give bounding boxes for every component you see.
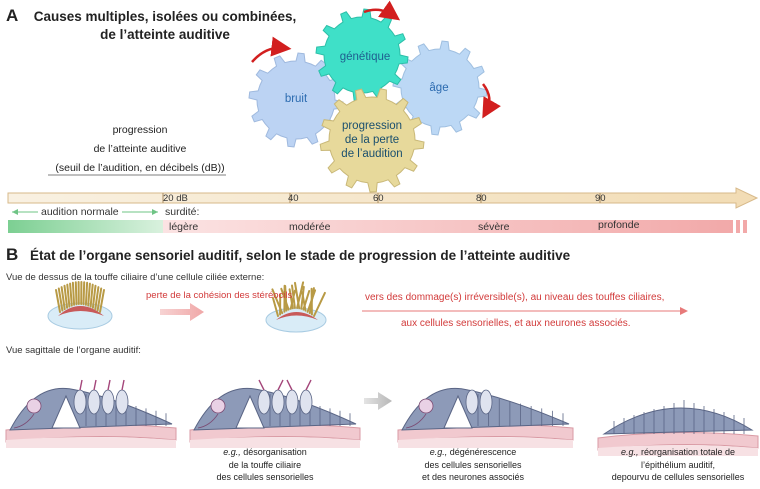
axis-title-line2: de l’atteinte auditive (93, 143, 187, 155)
caption2-eg: e.g., (429, 447, 448, 457)
organ-of-corti-disorganized-illustration (189, 379, 361, 448)
gear-age-label: âge (429, 82, 449, 94)
panel-a-letter: A (6, 6, 19, 25)
panel-b-letter: B (6, 245, 19, 264)
caption2-line3: et des neurones associés (421, 472, 525, 482)
gear-progression-line3: de l’audition (341, 148, 403, 160)
caption3-eg: e.g., (620, 447, 639, 457)
caption1-line2: de la touffe ciliaire (228, 459, 302, 470)
pink-progression-arrow (160, 303, 204, 321)
tick-60: 60 (373, 193, 384, 204)
damage-line2: aux cellules sensorielles, et aux neuron… (401, 318, 631, 329)
severity-severe: sévère (478, 221, 510, 233)
rotation-arrow-icon (251, 36, 292, 63)
panel-b-title: État de l’organe sensoriel auditif, selo… (30, 248, 571, 263)
caption-degeneration: e.g., dégénérescence des cellules sensor… (398, 446, 548, 484)
caption1-line3: des cellules sensorielles (216, 472, 314, 482)
hair-bundle-normal-icon (47, 281, 113, 330)
severity-profound: profonde (598, 219, 640, 231)
sagittal-view-label: Vue sagittale de l’organe auditif: (6, 345, 141, 356)
organ-of-corti-flat-epithelium-illustration (597, 400, 759, 456)
caption3-line2: l’épithélium auditif, (640, 459, 716, 470)
axis-title-line1: progression (112, 124, 168, 136)
deafness-label: surdité: (165, 206, 200, 218)
deafness-severity-band (163, 220, 733, 233)
rotation-arrow-icon (481, 83, 501, 119)
normal-hearing-label: audition normale (38, 206, 122, 218)
panel-a-title-line1: Causes multiples, isolées ou combinées, (33, 9, 297, 24)
tick-40: 40 (288, 193, 299, 204)
caption3-line3: depourvu de cellules sensorielles (611, 472, 745, 482)
organ-of-corti-normal-illustration (5, 379, 177, 448)
gray-progression-arrow (364, 392, 392, 410)
axis-title: progression de l’atteinte auditive (seui… (40, 121, 240, 178)
gear-age-icon (392, 40, 488, 136)
gear-genetique-label: génétique (339, 51, 391, 63)
caption1-eg: e.g., (223, 447, 241, 457)
tick-20db: 20 dB (163, 193, 188, 204)
axis-ticks (162, 193, 601, 203)
tick-90: 90 (595, 193, 606, 204)
severity-light: légère (169, 221, 199, 233)
gear-progression-icon (319, 88, 425, 193)
panel-a-title: Causes multiples, isolées ou combinées, … (30, 8, 300, 44)
axis-title-line3: (seuil de l’audition, en décibels (dB)) (55, 162, 225, 174)
normal-hearing-band (8, 220, 163, 233)
cohesion-loss-label: perte de la cohésion des stéréocils (146, 290, 293, 301)
gear-progression-label: progression de la perte de l’audition (327, 119, 417, 161)
caption-reorganization: e.g., réorganisation totale de l’épithél… (598, 446, 758, 484)
caption3-line1: réorganisation totale de (638, 447, 736, 457)
hair-bundle-disorganized-icon (265, 281, 327, 333)
damage-line1: vers des dommage(s) irréversible(s), au … (365, 292, 665, 303)
rotation-arrow-icon (363, 0, 401, 21)
severity-moderate: modérée (289, 221, 331, 233)
tick-80: 80 (476, 193, 487, 204)
gear-bruit-icon (248, 52, 344, 148)
caption1-line1: désorganisation (240, 447, 307, 457)
gear-bruit-label: bruit (284, 93, 308, 105)
top-view-label: Vue de dessus de la touffe ciliaire d’un… (6, 272, 265, 283)
gear-genetique-icon (315, 8, 409, 102)
caption2-line2: des cellules sensorielles (424, 459, 522, 470)
gear-progression-line1: progression (341, 120, 403, 132)
progression-axis-arrow (7, 187, 759, 209)
caption-disorganization: e.g., désorganisation de la touffe cilia… (190, 446, 340, 484)
caption2-line1: dégénérescence (447, 447, 517, 457)
organ-of-corti-degenerated-illustration (397, 387, 574, 448)
panel-a-title-line2: de l’atteinte auditive (100, 27, 230, 42)
gear-progression-line2: de la perte (344, 134, 400, 146)
